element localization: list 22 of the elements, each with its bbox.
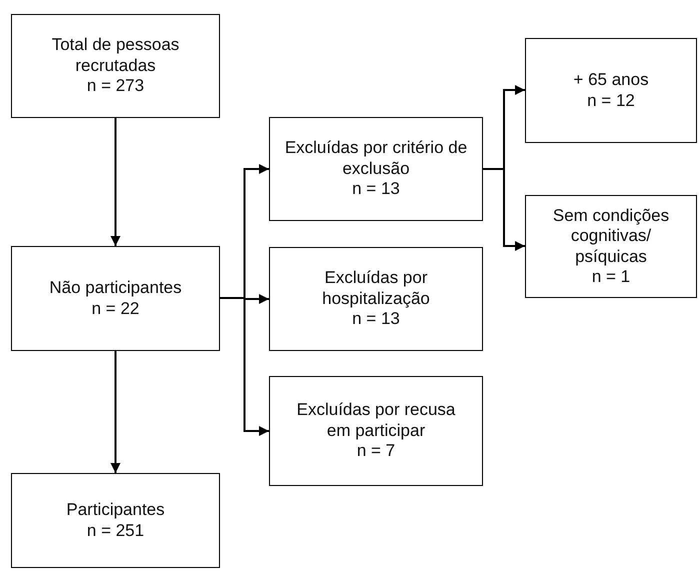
process-box bbox=[525, 38, 697, 143]
process-box bbox=[11, 473, 220, 568]
process-box bbox=[525, 195, 697, 298]
box-text: n = 273 bbox=[86, 76, 146, 97]
box-text: Participantes bbox=[65, 500, 166, 520]
box-text: n = 13 bbox=[351, 179, 401, 200]
box-text: n = 12 bbox=[586, 90, 636, 111]
arrow bbox=[110, 118, 120, 246]
box-text: n = 13 bbox=[351, 309, 401, 330]
process-box bbox=[269, 247, 483, 351]
box-text: Não participantes bbox=[48, 278, 183, 298]
process-box bbox=[269, 117, 483, 221]
box-text: n = 251 bbox=[86, 520, 146, 541]
process-box bbox=[269, 376, 483, 486]
arrow bbox=[110, 351, 120, 473]
arrow bbox=[483, 168, 525, 251]
process-box bbox=[11, 246, 220, 351]
box-text: n = 7 bbox=[356, 441, 396, 462]
box-text: + 65 anos bbox=[572, 70, 650, 90]
box-text: n = 1 bbox=[590, 266, 632, 288]
box-text: n = 22 bbox=[90, 298, 140, 319]
process-box bbox=[11, 14, 220, 118]
